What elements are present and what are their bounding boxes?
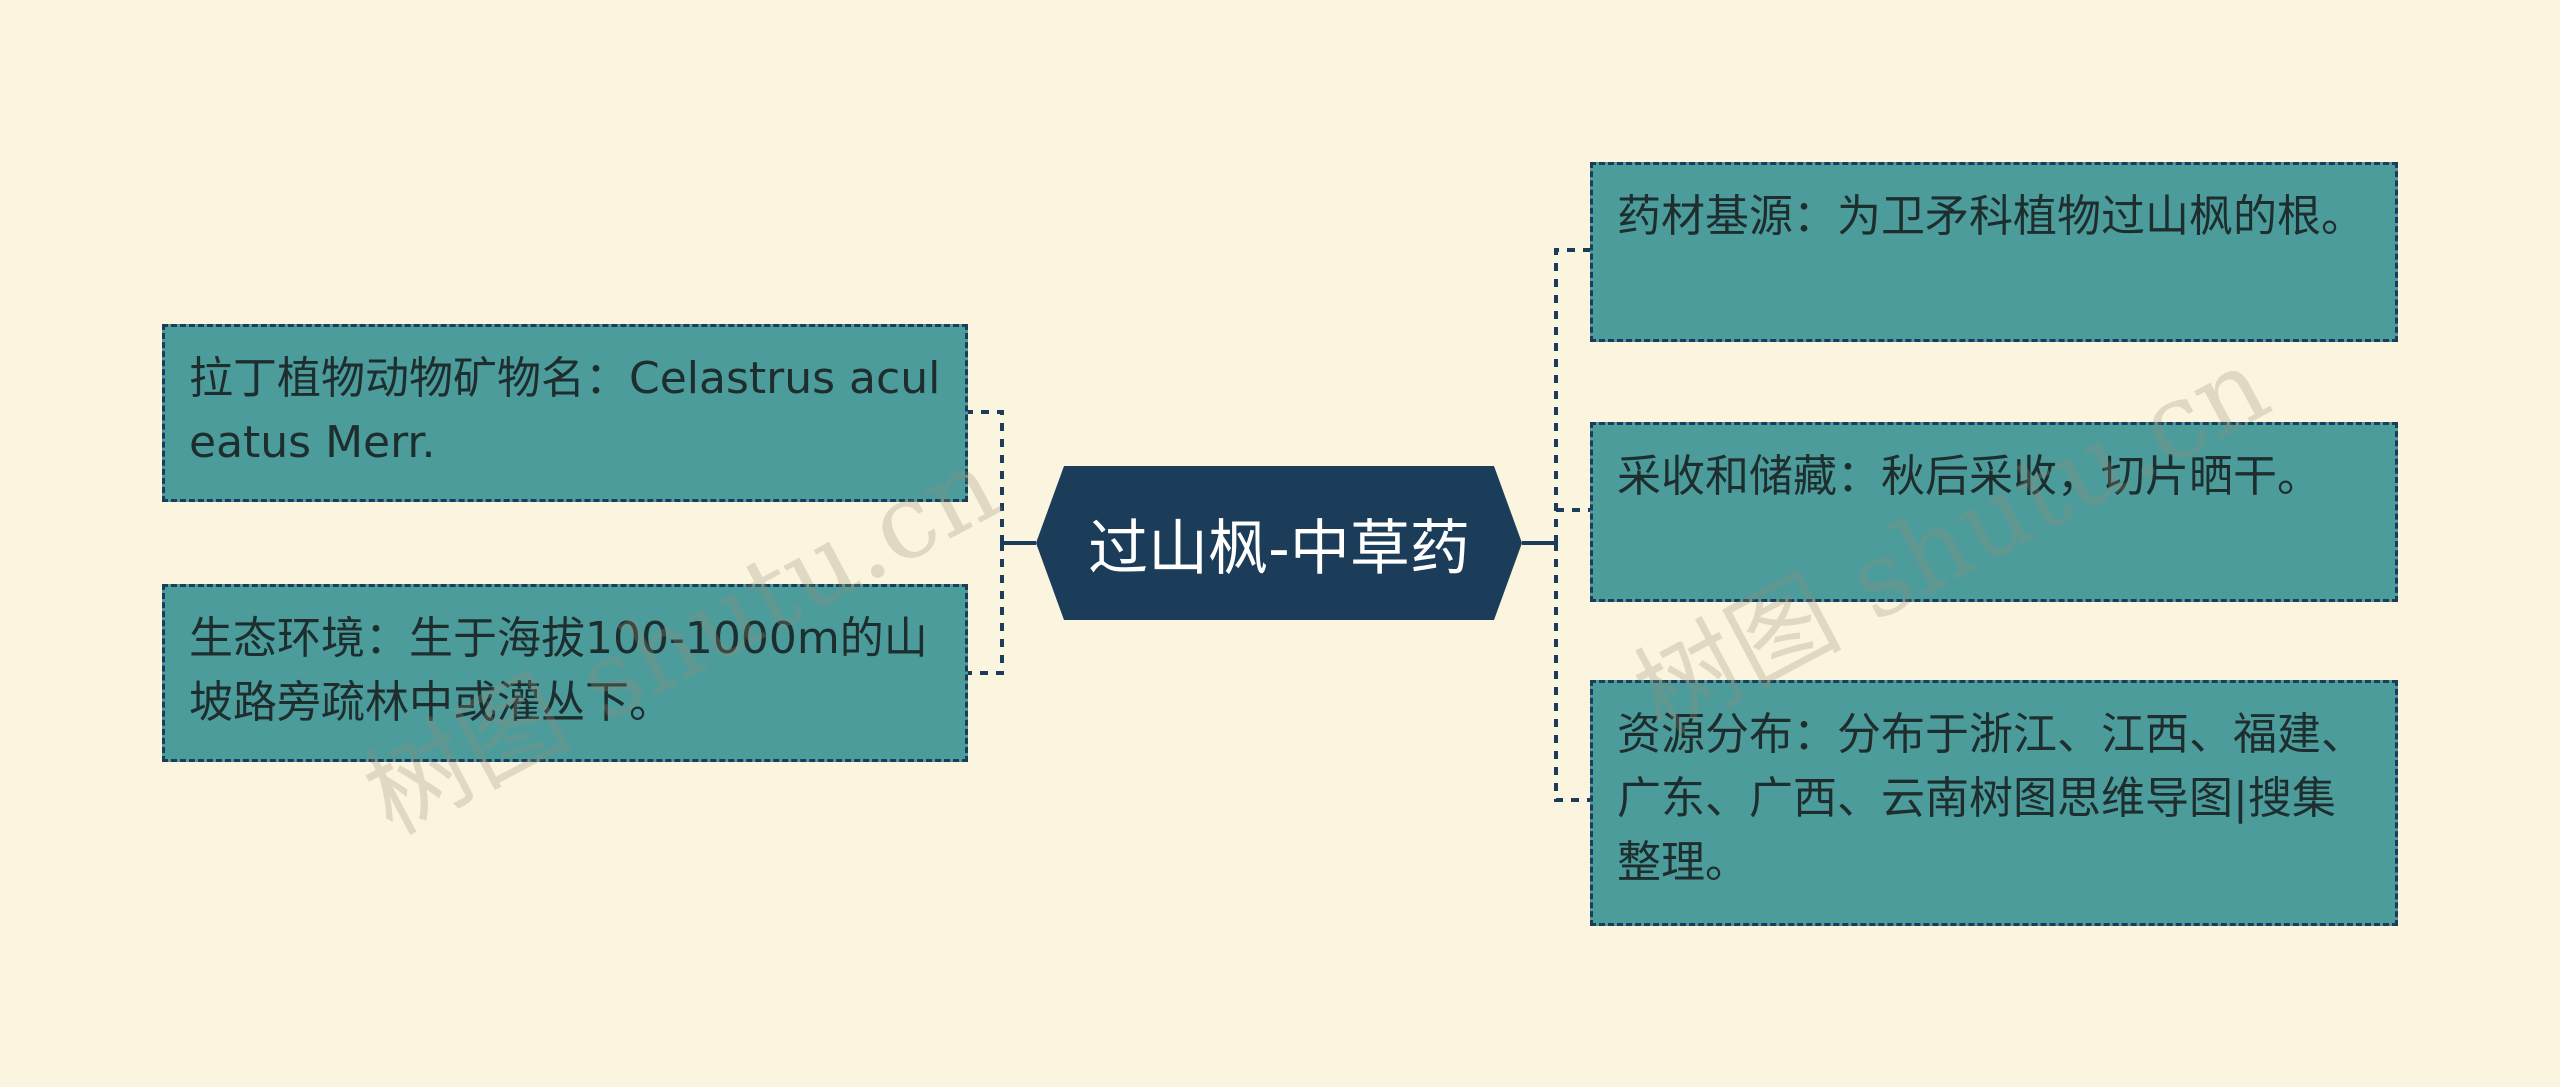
topic-harvest-text: 采收和储藏：秋后采收，切片晒干。 xyxy=(1617,451,2321,502)
topic-distribution[interactable]: 资源分布：分布于浙江、江西、福建、广东、广西、云南树图思维导图|搜集整理。 xyxy=(1590,680,2398,926)
topic-habitat-text: 生态环境：生于海拔100-1000m的山坡路旁疏林中或灌丛下。 xyxy=(189,613,928,728)
right-branch-connector xyxy=(1554,248,1590,802)
root-node[interactable]: 过山枫-中草药 xyxy=(1036,466,1522,620)
topic-latin-name-text: 拉丁植物动物矿物名：Celastrus aculeatus Merr. xyxy=(189,353,941,468)
topic-source-text: 药材基源：为卫矛科植物过山枫的根。 xyxy=(1617,191,2365,242)
left-branch-connector xyxy=(968,410,1004,675)
topic-distribution-text: 资源分布：分布于浙江、江西、福建、广东、广西、云南树图思维导图|搜集整理。 xyxy=(1617,709,2365,888)
topic-latin-name[interactable]: 拉丁植物动物矿物名：Celastrus aculeatus Merr. xyxy=(162,324,968,502)
topic-harvest[interactable]: 采收和储藏：秋后采收，切片晒干。 xyxy=(1590,422,2398,602)
root-node-shape xyxy=(1036,466,1522,620)
topic-habitat[interactable]: 生态环境：生于海拔100-1000m的山坡路旁疏林中或灌丛下。 xyxy=(162,584,968,762)
root-title: 过山枫-中草药 xyxy=(1088,513,1470,584)
topic-source[interactable]: 药材基源：为卫矛科植物过山枫的根。 xyxy=(1590,162,2398,342)
